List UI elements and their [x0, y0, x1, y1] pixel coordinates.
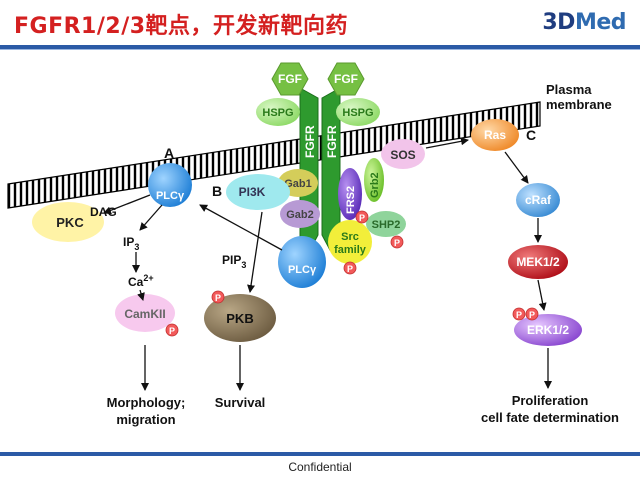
svg-text:P: P — [215, 293, 221, 303]
hspg-left-label: HSPG — [262, 107, 293, 119]
arrow-plcg-to-ip3 — [139, 204, 163, 231]
outcome-survival: Survival — [215, 395, 266, 410]
branch-c-label: C — [526, 127, 536, 143]
phospho-marker-erk-1: P — [512, 307, 526, 321]
slide-title: FGFR1/2/3靶点，开发新靶向药 — [14, 14, 349, 39]
shp2-label: SHP2 — [372, 219, 401, 231]
ca-label: Ca2+ — [128, 273, 154, 289]
camkii-node — [115, 294, 175, 332]
pkc-node — [32, 202, 104, 242]
header-divider — [0, 45, 640, 49]
arrow-pi3k-to-pkb — [247, 211, 263, 293]
arrow-mek-to-erk — [537, 279, 547, 311]
gab2-node — [280, 200, 320, 228]
pathway-arrows — [103, 137, 552, 391]
gab2-label: Gab2 — [286, 209, 314, 221]
sos-label: SOS — [390, 148, 415, 162]
pip3-subscript: 3 — [241, 260, 246, 270]
ras-node — [471, 119, 519, 151]
phospho-marker-frs2: P — [355, 210, 369, 224]
plcg-top-label: PLCγ — [156, 190, 185, 202]
craf-node — [516, 183, 560, 217]
src-family-node — [328, 220, 372, 264]
arrow-plcg-to-pkc — [103, 194, 151, 215]
arrow-ca-to-camkii — [137, 289, 145, 301]
logo-text-3d: 3D — [542, 10, 575, 35]
phospho-marker-pkb: P — [211, 290, 225, 304]
mek-label: MEK1/2 — [516, 255, 560, 269]
outcome-proliferation-line2: cell fate determination — [481, 410, 619, 425]
svg-text:P: P — [359, 213, 365, 223]
pi3k-node — [226, 174, 290, 210]
pip3-label: PIP3 — [222, 253, 246, 270]
gab1-label: Gab1 — [284, 178, 312, 190]
hspg-right — [336, 98, 380, 126]
branch-a-label: A — [164, 145, 174, 161]
phospho-marker-camkii: P — [165, 323, 179, 337]
company-logo: 3DMed — [542, 10, 626, 35]
footer-confidential: Confidential — [288, 460, 352, 474]
fgf-left-label: FGF — [278, 72, 302, 86]
frs2-node — [338, 168, 362, 220]
phospho-marker-shp2: P — [390, 235, 404, 249]
logo-text-med: Med — [574, 10, 627, 35]
svg-text:P: P — [347, 264, 353, 274]
erk-node — [514, 314, 582, 346]
src-label-line1: Src — [341, 231, 359, 243]
arrow-sos-to-ras — [425, 137, 469, 149]
sos-node — [381, 139, 425, 169]
plcg-top-node — [148, 163, 192, 207]
mek-node — [508, 245, 568, 279]
fgfr-right-label: FGFR — [325, 125, 339, 158]
plcg-bottom-node — [278, 236, 326, 288]
hspg-right-label: HSPG — [342, 107, 373, 119]
svg-text:P: P — [169, 326, 175, 336]
frs2-label: FRS2 — [345, 186, 357, 214]
ca-superscript: 2+ — [143, 273, 153, 283]
svg-text:P: P — [529, 310, 535, 320]
header-divider-thin — [0, 49, 640, 50]
membrane-label-line1: Plasma — [546, 82, 592, 97]
fgf-left-hexagon — [271, 62, 309, 96]
outcome-morphology-line2: migration — [116, 412, 175, 427]
arrow-ras-to-craf — [504, 151, 529, 184]
phospho-marker-erk-2: P — [525, 307, 539, 321]
svg-text:P: P — [394, 238, 400, 248]
phospho-marker-src: P — [343, 261, 357, 275]
svg-text:P: P — [516, 310, 522, 320]
membrane-label-line2: membrane — [546, 97, 612, 112]
plasma-membrane — [7, 101, 541, 209]
camkii-label: CamKII — [124, 307, 165, 321]
footer-divider — [0, 452, 640, 456]
pkb-node — [204, 294, 276, 342]
outcome-proliferation-line1: Proliferation — [512, 393, 589, 408]
grb2-node — [364, 158, 384, 202]
grb2-label: Grb2 — [369, 172, 381, 198]
shp2-node — [366, 211, 406, 237]
pkb-label: PKB — [226, 311, 253, 326]
ip3-subscript: 3 — [134, 242, 139, 252]
pi3k-label: PI3K — [239, 185, 266, 199]
craf-label: cRaf — [525, 193, 552, 207]
arrow-plcg-bottom-to-plcg-top — [199, 204, 283, 251]
ras-label: Ras — [484, 128, 506, 142]
erk-label: ERK1/2 — [527, 323, 569, 337]
ip3-label: IP3 — [123, 235, 139, 252]
fgf-right-hexagon — [327, 62, 365, 96]
plcg-bottom-label: PLCγ — [288, 264, 317, 276]
branch-b-label: B — [212, 183, 222, 199]
fgfr-left-label: FGFR — [303, 125, 317, 158]
pkc-label: PKC — [56, 215, 84, 230]
outcome-morphology-line1: Morphology; — [107, 395, 186, 410]
src-label-line2: family — [334, 244, 367, 256]
dag-label: DAG — [90, 205, 117, 219]
fgf-right-label: FGF — [334, 72, 358, 86]
